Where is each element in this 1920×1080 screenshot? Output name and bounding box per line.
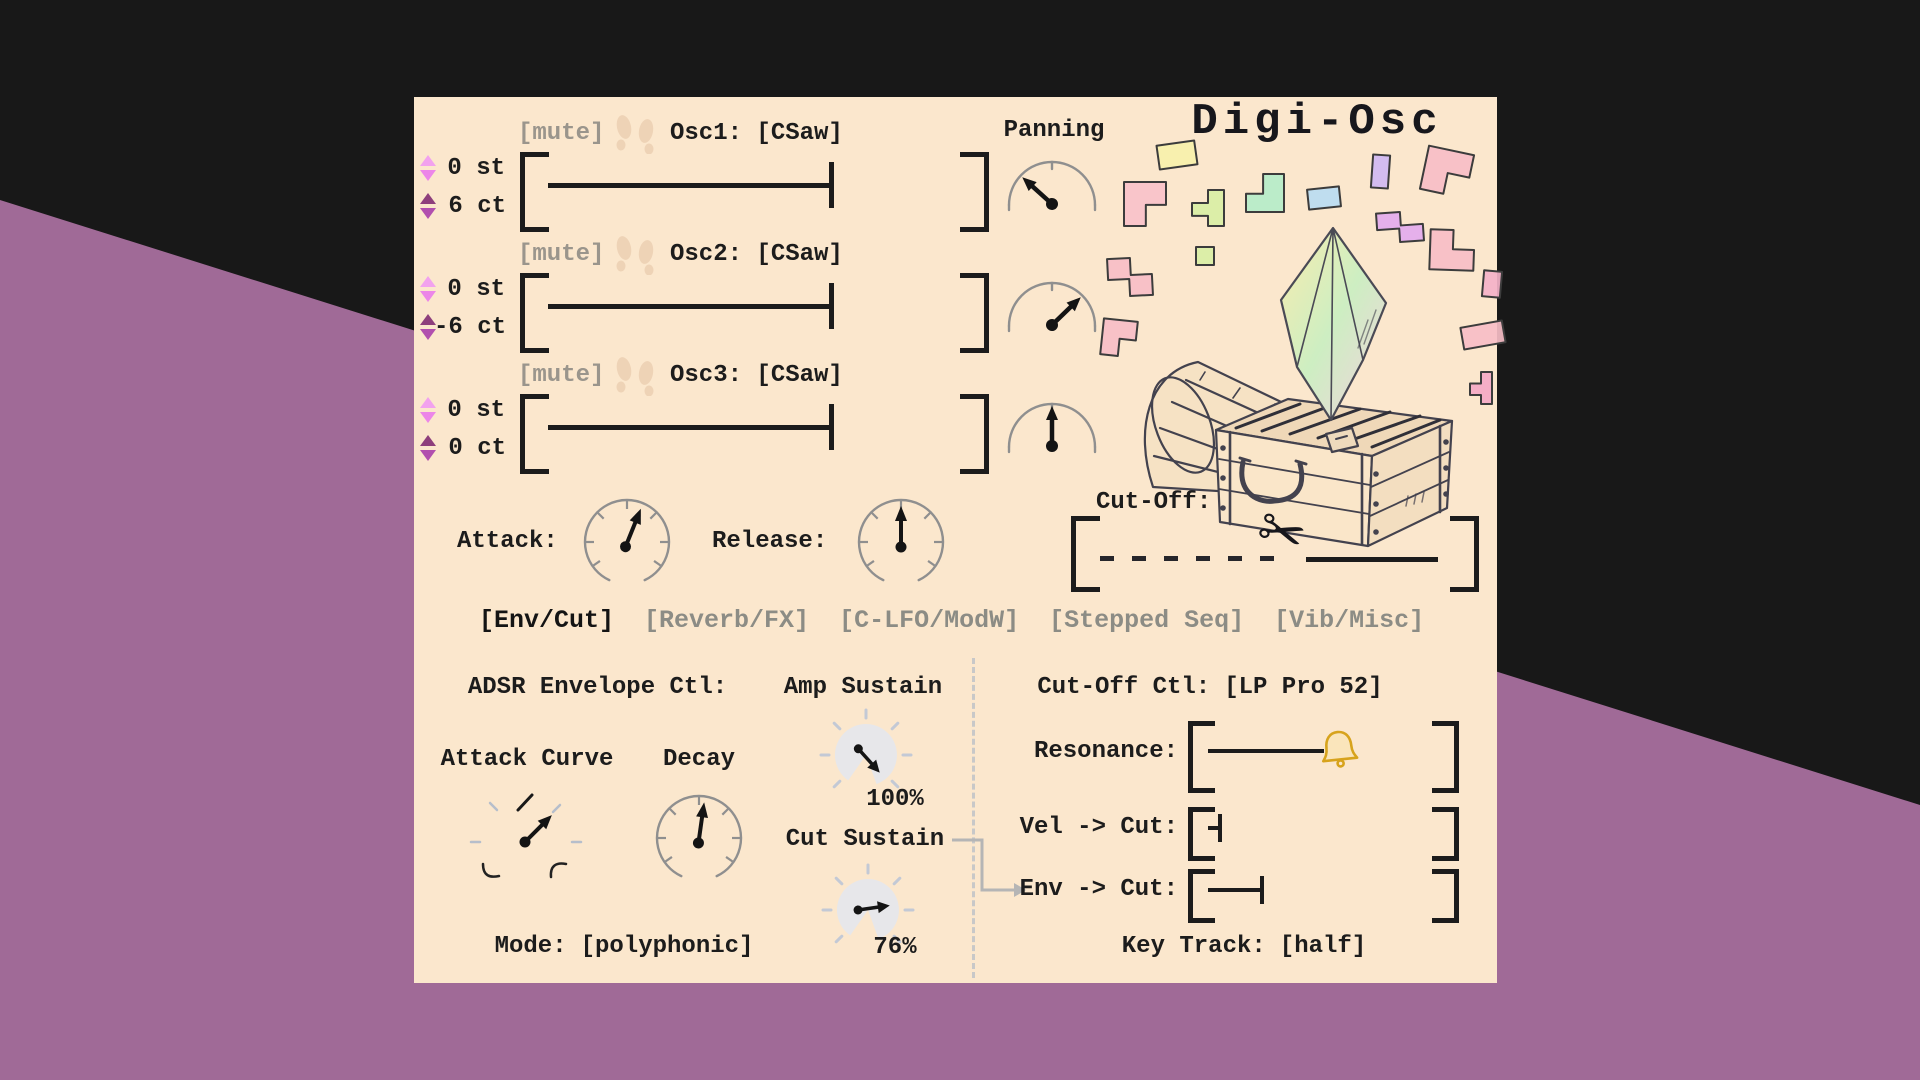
resonance-label: Resonance:	[1033, 738, 1178, 765]
env-to-cut-left-bracket	[1188, 869, 1215, 923]
osc2-mute-button[interactable]: [mute]	[518, 241, 605, 268]
osc2-level-slider-handle[interactable]	[829, 283, 834, 329]
tab-env-cut[interactable]: [Env/Cut]	[479, 606, 615, 635]
osc1-slider-left-bracket	[520, 152, 549, 232]
osc2-semitone-up-button[interactable]	[420, 276, 436, 287]
osc3-cents-down-button[interactable]	[420, 450, 436, 461]
vel-to-cut-right-bracket	[1432, 807, 1459, 861]
tab-bar: [Env/Cut] [Reverb/FX] [C-LFO/ModW] [Step…	[479, 606, 1424, 635]
cutoff-slider-track[interactable]	[1306, 557, 1438, 562]
env-to-cut-slider-track[interactable]	[1208, 888, 1262, 892]
osc3-slider-right-bracket	[960, 394, 989, 474]
osc2-cents-down-button[interactable]	[420, 329, 436, 340]
cutoff-slider-left-bracket	[1071, 516, 1100, 592]
resonance-left-bracket	[1188, 721, 1215, 793]
osc1-level-slider-handle[interactable]	[829, 162, 834, 208]
cut-sustain-to-env-connector	[952, 838, 1026, 897]
osc1-pan-knob[interactable]	[1004, 160, 1100, 218]
cut-sustain-label: Cut Sustain	[785, 826, 945, 853]
panning-label: Panning	[1003, 117, 1105, 144]
key-track-row: Key Track: [half]	[1094, 933, 1394, 961]
osc3-semitone-down-button[interactable]	[420, 412, 436, 423]
filter-type-select[interactable]: [LP Pro 52]	[1224, 674, 1383, 701]
osc3-slider-left-bracket	[520, 394, 549, 474]
amp-sustain-knob[interactable]	[816, 705, 916, 805]
plugin-title: Digi-Osc	[1191, 97, 1443, 147]
osc2-cents-up-button[interactable]	[420, 314, 436, 325]
env-to-cut-label: Env -> Cut:	[1019, 876, 1178, 903]
resonance-right-bracket	[1432, 721, 1459, 793]
cutoff-slider-cut-track[interactable]	[1100, 556, 1292, 561]
osc1-mute-button[interactable]: [mute]	[518, 120, 605, 147]
footprints-icon	[616, 357, 654, 396]
vel-to-cut-slider-track[interactable]	[1208, 826, 1218, 830]
cut-sustain-knob[interactable]	[818, 860, 918, 960]
attack-label: Attack:	[457, 528, 558, 555]
tab-vib-misc[interactable]: [Vib/Misc]	[1274, 606, 1425, 635]
resonance-slider-track[interactable]	[1208, 749, 1324, 753]
footprints-icon	[616, 236, 654, 275]
amp-sustain-label: Amp Sustain	[783, 674, 943, 701]
osc2-slider-right-bracket	[960, 273, 989, 353]
osc1-cents-value: 6 ct	[448, 193, 506, 220]
attack-curve-label: Attack Curve	[440, 746, 614, 773]
cutoff-ctl-label: Cut-Off Ctl:	[1037, 674, 1211, 701]
osc2-cents-value: -6 ct	[433, 314, 506, 341]
cutoff-panel-title-row: Cut-Off Ctl: [LP Pro 52]	[1030, 674, 1390, 702]
osc2-semitone-down-button[interactable]	[420, 291, 436, 302]
osc3-semitone-value: 0 st	[447, 397, 505, 424]
footprints-icon	[616, 115, 654, 154]
bell-icon[interactable]	[1318, 727, 1360, 769]
adsr-panel-title: ADSR Envelope Ctl:	[467, 674, 728, 701]
decay-label: Decay	[662, 746, 735, 773]
osc2-slider-left-bracket	[520, 273, 549, 353]
osc2-pan-knob[interactable]	[1004, 281, 1100, 339]
key-track-select[interactable]: [half]	[1279, 933, 1367, 960]
osc3-pan-knob[interactable]	[1004, 402, 1100, 460]
decay-knob[interactable]	[649, 788, 749, 888]
osc1-semitone-down-button[interactable]	[420, 170, 436, 181]
osc1-level-slider-track[interactable]	[548, 183, 831, 188]
attack-curve-knob[interactable]	[463, 780, 593, 890]
osc3-cents-up-button[interactable]	[420, 435, 436, 446]
panel-divider	[972, 658, 975, 978]
mode-label: Mode:	[494, 933, 567, 960]
cutoff-slider-right-bracket	[1450, 516, 1479, 592]
osc3-level-slider-handle[interactable]	[829, 404, 834, 450]
osc2-level-slider-track[interactable]	[548, 304, 831, 309]
osc3-level-slider-track[interactable]	[548, 425, 831, 430]
key-track-label: Key Track:	[1121, 933, 1266, 960]
osc1-waveform-select[interactable]: Osc1: [CSaw]	[670, 120, 843, 147]
cut-sustain-value: 76%	[873, 934, 917, 961]
tab-stepped-seq[interactable]: [Stepped Seq]	[1049, 606, 1245, 635]
env-to-cut-slider-handle[interactable]	[1260, 876, 1264, 904]
mode-row: Mode: [polyphonic]	[454, 933, 794, 961]
vel-to-cut-left-bracket	[1188, 807, 1215, 861]
attack-knob[interactable]	[577, 492, 677, 592]
osc3-mute-button[interactable]: [mute]	[518, 362, 605, 389]
vel-to-cut-label: Vel -> Cut:	[1019, 814, 1178, 841]
osc2-semitone-value: 0 st	[447, 276, 505, 303]
osc3-semitone-up-button[interactable]	[420, 397, 436, 408]
osc3-waveform-select[interactable]: Osc3: [CSaw]	[670, 362, 843, 389]
osc1-semitone-value: 0 st	[447, 155, 505, 182]
osc2-waveform-select[interactable]: Osc2: [CSaw]	[670, 241, 843, 268]
osc3-cents-value: 0 ct	[448, 435, 506, 462]
env-to-cut-right-bracket	[1432, 869, 1459, 923]
cutoff-label: Cut-Off:	[1096, 489, 1212, 516]
osc1-cents-up-button[interactable]	[420, 193, 436, 204]
tab-c-lfo-modw[interactable]: [C-LFO/ModW]	[839, 606, 1020, 635]
tab-reverb-fx[interactable]: [Reverb/FX]	[644, 606, 810, 635]
osc1-cents-down-button[interactable]	[420, 208, 436, 219]
amp-sustain-value: 100%	[866, 786, 924, 813]
release-knob[interactable]	[851, 492, 951, 592]
osc1-semitone-up-button[interactable]	[420, 155, 436, 166]
osc1-slider-right-bracket	[960, 152, 989, 232]
vel-to-cut-slider-handle[interactable]	[1218, 814, 1222, 842]
mode-select[interactable]: [polyphonic]	[580, 933, 754, 960]
release-label: Release:	[712, 528, 828, 555]
